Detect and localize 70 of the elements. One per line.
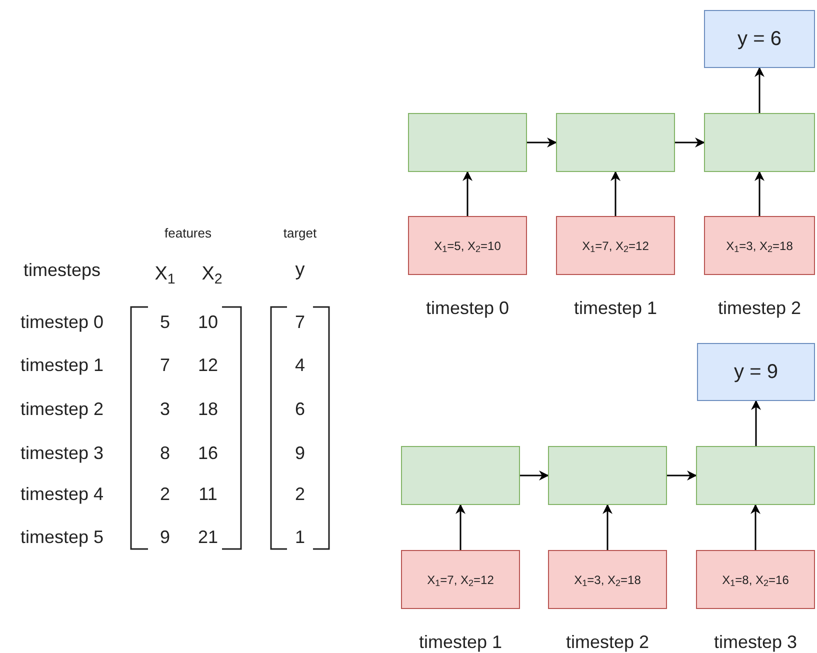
row-label: timestep 2 <box>20 400 104 418</box>
rnn-cell-box <box>548 446 667 505</box>
node-text: X$_{1}$=8, X$_{2}$=16 <box>722 572 789 588</box>
output-box <box>704 10 815 68</box>
matrix-value: 9 <box>160 528 170 546</box>
matrix-value: 4 <box>295 356 305 374</box>
node-text: X$_{1}$=3, X$_{2}$=18 <box>726 238 793 254</box>
arrow <box>602 504 612 550</box>
row-label: timestep 4 <box>20 485 104 503</box>
timestep-label: timestep 0 <box>426 297 510 320</box>
input-box <box>704 216 815 275</box>
rnn-cell-box <box>556 113 675 172</box>
matrix-value: 11 <box>198 485 218 503</box>
row-label: timestep 3 <box>20 444 104 462</box>
arrow <box>754 171 764 216</box>
matrix-value: 6 <box>295 400 305 418</box>
matrix-value: 21 <box>198 528 218 546</box>
matrix-value: 9 <box>295 444 305 462</box>
node-text: y = 9 <box>734 360 778 385</box>
row-label: timestep 5 <box>20 528 104 546</box>
input-box <box>401 550 520 609</box>
timestep-label: timestep 2 <box>566 631 650 653</box>
matrix-value: 7 <box>295 313 305 331</box>
arrow <box>462 171 472 216</box>
timestep-label: timestep 1 <box>418 631 502 653</box>
arrow <box>527 138 557 148</box>
input-box <box>556 216 675 275</box>
arrow <box>754 67 764 113</box>
rnn-cell-box <box>408 113 527 172</box>
rnn-cell-box <box>401 446 520 505</box>
node-text: y = 6 <box>738 27 782 52</box>
timestep-label: timestep 1 <box>574 297 658 320</box>
arrow <box>675 138 705 148</box>
matrix-value: 16 <box>198 444 218 462</box>
matrix-value: 2 <box>160 485 170 503</box>
input-box <box>408 216 527 275</box>
column-header: y <box>295 260 305 280</box>
timestep-label: timestep 3 <box>714 631 798 653</box>
node-text: X$_{1}$=7, X$_{2}$=12 <box>582 238 649 254</box>
rnn-cell-box <box>696 446 815 505</box>
timestep-label: timestep 2 <box>718 297 802 320</box>
arrow <box>667 470 697 480</box>
matrix-value: 1 <box>295 528 305 546</box>
matrix-value: 7 <box>160 356 170 374</box>
rnn-cell-box <box>704 113 815 172</box>
arrow <box>520 470 549 480</box>
matrix-value: 10 <box>198 313 218 331</box>
matrix-value: 2 <box>295 485 305 503</box>
matrix-value: 18 <box>198 400 218 418</box>
column-header: X$_{2}$ <box>202 264 222 284</box>
row-label: timestep 0 <box>20 313 104 331</box>
node-text: X$_{1}$=5, X$_{2}$=10 <box>434 238 501 254</box>
arrow <box>610 171 620 216</box>
input-box <box>696 550 815 609</box>
row-label: timestep 1 <box>20 356 104 374</box>
column-header: X$_{1}$ <box>154 264 176 284</box>
input-box <box>548 550 667 609</box>
node-text: X$_{1}$=7, X$_{2}$=12 <box>427 572 494 588</box>
node-text: X$_{1}$=3, X$_{2}$=18 <box>574 572 641 588</box>
arrow <box>751 400 761 446</box>
matrix-value: 5 <box>160 313 170 331</box>
column-header: timesteps <box>23 261 101 279</box>
matrix-value: 3 <box>160 400 170 418</box>
matrix-value: 8 <box>160 444 170 462</box>
output-box <box>697 343 815 401</box>
column-group-label: features <box>164 226 212 240</box>
matrix-value: 12 <box>198 356 218 374</box>
column-group-label: target <box>283 226 317 240</box>
arrow <box>750 504 760 550</box>
arrow <box>456 504 466 550</box>
